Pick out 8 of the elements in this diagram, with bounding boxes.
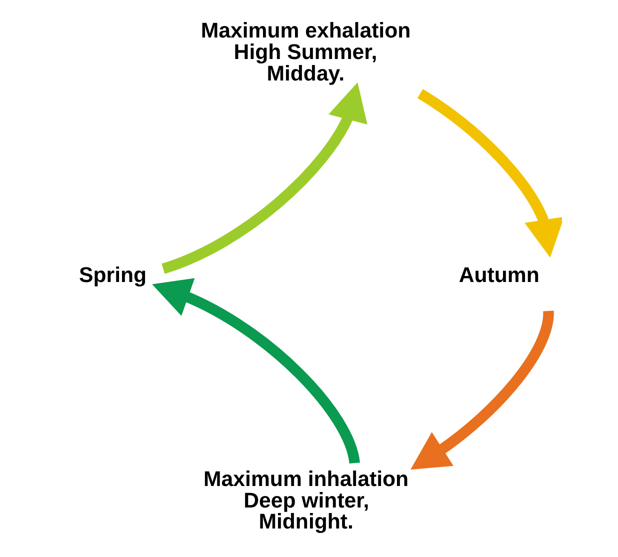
arrow: [152, 278, 360, 464]
arrow: [160, 82, 367, 274]
node-text: Maximum exhalation High Summer, Midday.: [200, 18, 410, 86]
node-text: Autumn: [458, 263, 539, 288]
node-text: Spring: [78, 263, 146, 288]
arrow: [410, 310, 554, 470]
arrow: [416, 89, 562, 258]
node-text: Maximum inhalation Deep winter, Midnight.: [203, 466, 408, 534]
